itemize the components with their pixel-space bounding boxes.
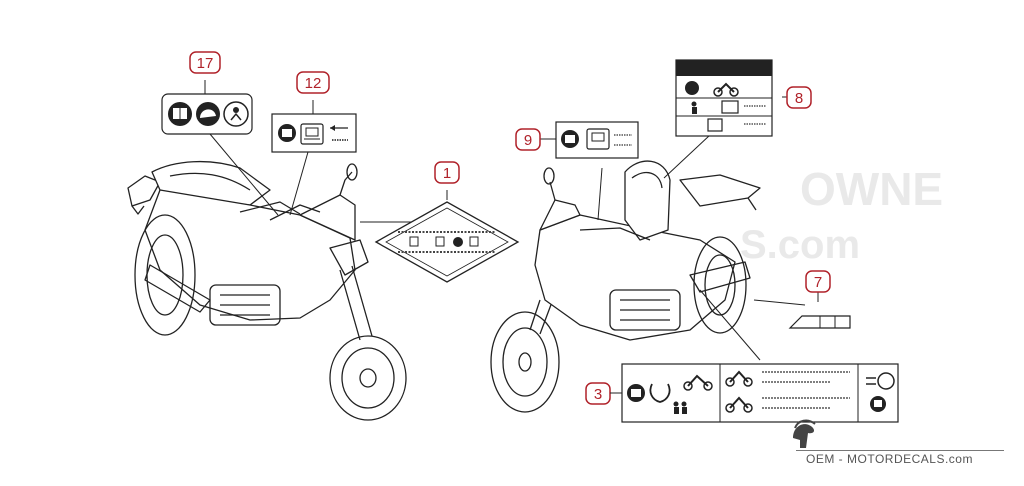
callout-9-number: 9 [524, 132, 532, 149]
brand-logo-icon [793, 419, 816, 448]
callout-1-number: 1 [443, 165, 451, 182]
callout-8-number: 8 [795, 90, 803, 107]
passenger-icon [691, 101, 697, 114]
callout-12-number: 12 [305, 75, 322, 92]
brand-text: OEM - MOTORDECALS.com [806, 452, 973, 466]
passenger-icon [673, 401, 687, 414]
left-motorcycle [127, 160, 407, 421]
motorcycle-icon [713, 82, 739, 97]
manual-icon [168, 102, 192, 126]
manual-icon [561, 130, 579, 148]
battery-icon [300, 123, 324, 145]
manual-icon [278, 124, 296, 142]
label-12-graphic [271, 113, 357, 153]
watermark: OWNE S.com [740, 163, 943, 267]
motorcycle-icon [725, 396, 753, 413]
rider-warning-icon [223, 101, 249, 127]
watermark-fragment-left: OWNE [800, 163, 943, 215]
callout-3: 3 [585, 382, 611, 405]
label-7-graphic [788, 315, 851, 329]
manual-icon [870, 396, 886, 412]
right-motorcycle [490, 160, 761, 413]
callout-1: 1 [434, 161, 460, 184]
tire-pressure-icon [649, 383, 671, 403]
callout-9: 9 [515, 128, 541, 151]
callout-8: 8 [786, 86, 812, 109]
manual-icon [627, 384, 645, 402]
label-9-graphic [555, 121, 639, 159]
motorcycle-icon [725, 370, 753, 387]
label-12-arrow [330, 125, 348, 141]
label-8-graphic [675, 59, 773, 137]
label-17-graphic [161, 93, 253, 135]
label-3-graphic [621, 363, 899, 423]
leader-lines [204, 80, 819, 361]
watermark-fragment-right: S.com [740, 223, 860, 267]
motorcycle-icon [683, 374, 713, 391]
brand-divider [796, 450, 1004, 451]
battery-icon [586, 128, 610, 150]
helmet-icon [196, 102, 220, 126]
callout-7: 7 [805, 270, 831, 293]
headlight-icon [866, 372, 895, 390]
callout-3-number: 3 [594, 386, 602, 403]
label-1-graphic [374, 201, 520, 283]
callout-7-number: 7 [814, 274, 822, 291]
callout-12: 12 [296, 71, 330, 94]
callout-17: 17 [189, 51, 221, 74]
callout-17-number: 17 [197, 55, 214, 72]
